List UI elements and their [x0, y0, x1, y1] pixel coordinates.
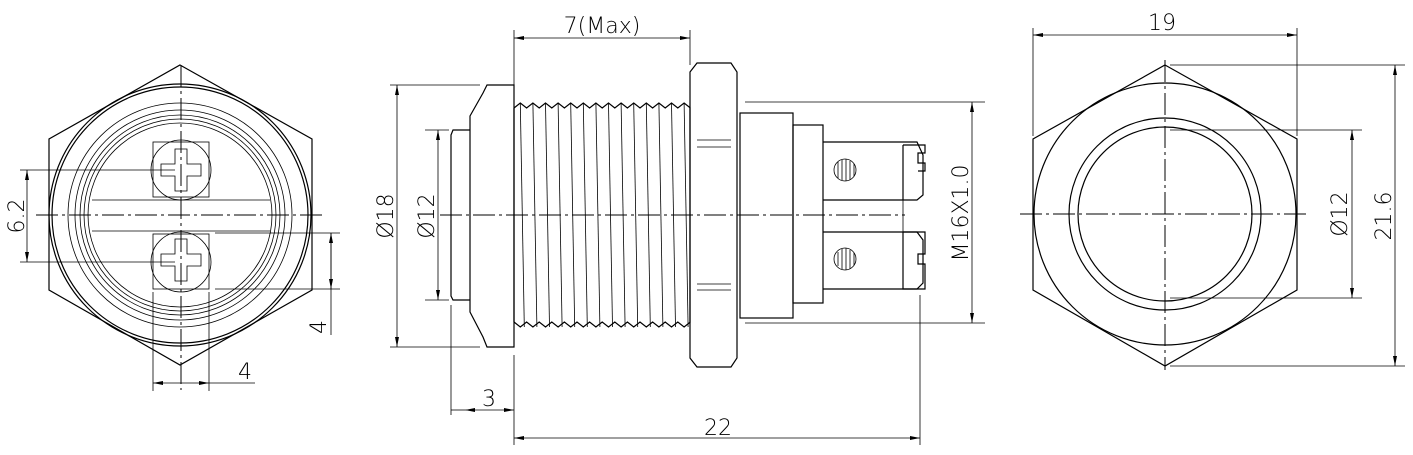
dim-thread-length: 7(Max) — [564, 14, 641, 39]
dim-nut-width: 19 — [1148, 11, 1176, 36]
side-view: 7(Max) Ø18 Ø12 M16X1.0 3 22 — [374, 14, 985, 445]
hex-nut-side — [689, 62, 738, 368]
dim-total-length: 22 — [704, 416, 732, 441]
hex-nut-outline — [48, 64, 313, 366]
thread-profile — [513, 321, 691, 328]
dim-bezel-diameter: Ø18 — [374, 193, 399, 238]
thread-profile — [513, 102, 691, 109]
dim-bezel-thickness: 3 — [482, 387, 496, 412]
rear-view: 19 Ø12 21.6 — [1020, 11, 1405, 370]
dim-ring-diameter: Ø12 — [1328, 191, 1353, 236]
terminal-bottom — [823, 231, 926, 290]
dim-thread: M16X1.0 — [949, 164, 974, 261]
front-view: 6.2 4 4 — [5, 64, 340, 391]
dim-terminal-width: 4 — [238, 360, 252, 385]
dim-button-diameter: Ø12 — [415, 193, 440, 238]
thread-line — [595, 102, 601, 328]
dim-terminal-height: 4 — [307, 320, 332, 334]
bezel — [469, 84, 515, 348]
dim-nut-corner: 21.6 — [1372, 192, 1397, 241]
thread-line — [633, 102, 639, 328]
dim-terminal-spacing: 6.2 — [5, 199, 30, 234]
thread-line — [658, 102, 664, 328]
terminal-top — [823, 141, 926, 201]
